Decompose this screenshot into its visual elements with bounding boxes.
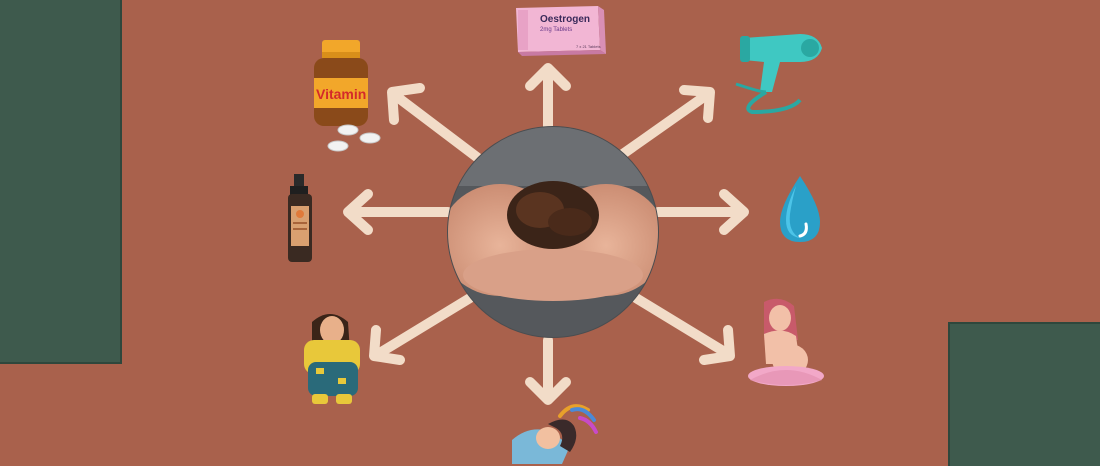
water-drop-icon	[780, 176, 820, 242]
arrow-up	[525, 63, 571, 133]
hair-styling-woman-icon	[512, 404, 598, 464]
green-panel-right	[948, 322, 1100, 466]
arrow-up-right	[615, 85, 715, 161]
arrow-right	[653, 189, 749, 235]
arrow-up-left	[387, 83, 483, 163]
oestrogen-label: Oestrogen	[540, 14, 590, 25]
green-panel-left	[0, 0, 122, 364]
serum-bottle-icon	[288, 174, 312, 262]
oestrogen-sublabel: 2mg Tablets	[540, 27, 572, 33]
vitamin-bottle-icon: Vitamin	[314, 40, 381, 152]
oestrogen-box-icon: Oestrogen 2mg Tablets 7 x 21 Tablets	[516, 6, 606, 56]
arrow-down-left	[369, 293, 475, 365]
arrow-left	[343, 189, 453, 235]
oestrogen-small-print: 7 x 21 Tablets	[576, 44, 601, 49]
hands-holding-hair-photo	[447, 126, 659, 338]
pregnant-woman-icon	[748, 298, 824, 386]
arrow-down	[525, 335, 571, 405]
stressed-woman-icon	[304, 314, 360, 404]
hair-dryer-icon	[735, 34, 822, 115]
arrow-down-right	[631, 293, 735, 365]
vitamin-label: Vitamin	[316, 86, 366, 102]
